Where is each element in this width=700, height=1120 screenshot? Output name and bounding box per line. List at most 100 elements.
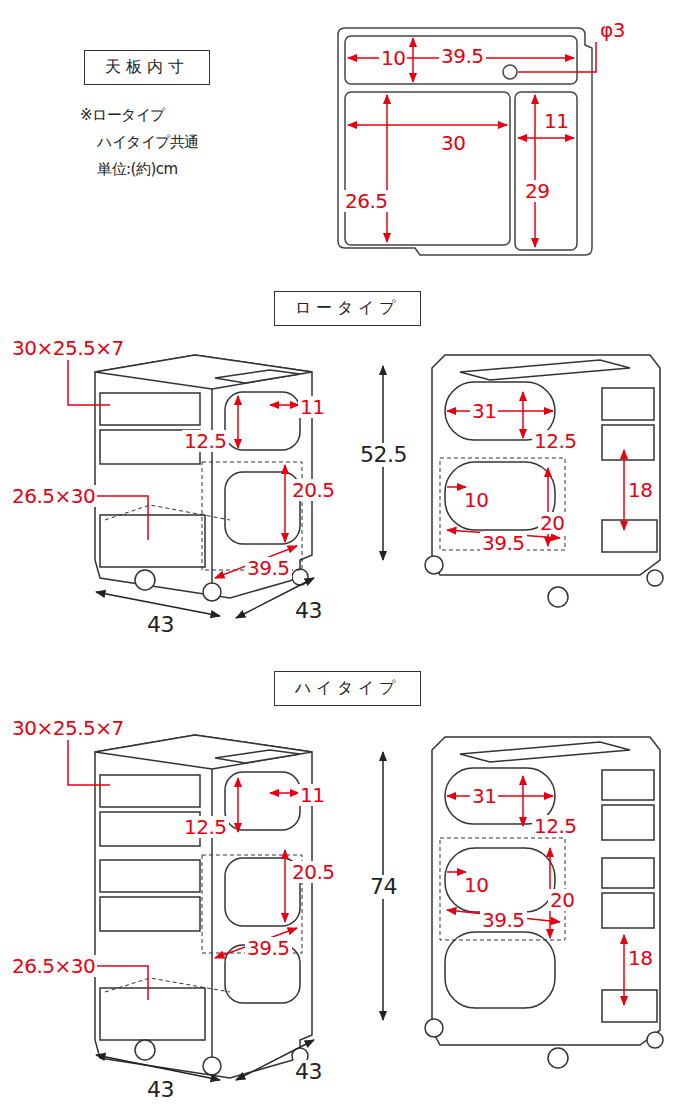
drawing-rect — [602, 893, 654, 928]
drawing-rect — [100, 897, 200, 931]
drawing-rect — [445, 932, 555, 1008]
dimension-label: 30 — [439, 132, 467, 154]
drawing-line — [215, 928, 297, 958]
dimension-label: 20.5 — [290, 479, 337, 501]
drawing-path — [460, 360, 630, 380]
dimension-label: 10 — [379, 47, 407, 69]
drawing-path — [432, 737, 660, 1045]
title-box: 天板内寸 — [84, 50, 210, 85]
dimension-label: 39.5 — [245, 557, 292, 579]
dimension-label: 10 — [462, 874, 490, 896]
drawing-rect — [602, 990, 657, 1022]
drawing-path — [68, 740, 110, 785]
box-title: ハイタイプ — [295, 678, 400, 697]
drawing-rect — [602, 858, 654, 888]
dimension-label: 11 — [542, 110, 570, 132]
drawing-line — [547, 468, 549, 546]
drawing-line — [270, 792, 299, 794]
note-label: 単位:(約)cm — [95, 161, 180, 178]
drawing-rect — [100, 988, 205, 1040]
dimension-label: 30×25.5×7 — [10, 337, 126, 359]
drawing-g — [447, 392, 624, 546]
drawing-rect — [225, 392, 300, 450]
note-label: ハイタイプ共通 — [95, 134, 201, 151]
drawing-line — [386, 95, 388, 242]
drawing-path — [105, 978, 230, 992]
drawing-line — [284, 465, 286, 542]
drawing-g — [348, 38, 596, 247]
drawing-g — [95, 735, 312, 1078]
drawing-g — [105, 462, 302, 570]
dimension-label: 43 — [145, 613, 176, 637]
drawing-rect — [100, 860, 200, 892]
drawing-circle — [425, 556, 443, 574]
note-label: ※ロータイプ — [78, 107, 167, 124]
drawing-path — [432, 355, 660, 575]
dimension-label: 39.5 — [439, 45, 486, 67]
title-box: ハイタイプ — [274, 671, 421, 706]
drawing-path — [105, 505, 230, 520]
box-title: 天板内寸 — [105, 57, 189, 76]
drawing-rect — [100, 393, 200, 425]
drawing-g — [96, 366, 383, 618]
drawing-rect — [225, 858, 300, 926]
drawing-path — [215, 370, 300, 383]
drawing-path — [95, 735, 312, 769]
drawing-g — [338, 28, 592, 255]
drawing-rect — [515, 92, 577, 250]
drawing-rect — [602, 520, 657, 552]
drawing-g — [440, 838, 565, 940]
dimension-label: 18 — [626, 479, 654, 501]
drawing-rect — [100, 775, 200, 807]
dimension-label: 12.5 — [182, 430, 229, 452]
dimension-label: 43 — [293, 1060, 324, 1084]
drawing-g — [447, 776, 624, 1005]
drawing-path — [95, 355, 312, 389]
drawing-circle — [135, 570, 155, 590]
dimension-label: 31 — [470, 785, 498, 807]
drawing-line — [623, 935, 625, 1005]
drawing-rect — [345, 36, 577, 84]
drawing-line — [211, 769, 213, 1075]
dimension-label: 26.5×30 — [10, 485, 97, 507]
dimension-label: 30×25.5×7 — [10, 717, 126, 739]
drawing-circle — [203, 1057, 221, 1075]
drawing-line — [348, 124, 507, 126]
drawing-line — [623, 450, 625, 530]
title-box: ロータイプ — [274, 291, 421, 326]
drawing-circle — [548, 1048, 568, 1068]
drawing-g — [95, 355, 312, 601]
drawing-rect — [225, 472, 300, 544]
dimension-label: 26.5 — [343, 190, 390, 212]
dimension-label: 11 — [298, 784, 326, 806]
dimension-label: 20.5 — [290, 861, 337, 883]
drawing-line — [518, 137, 574, 139]
drawing-rect — [445, 848, 555, 912]
drawing-rect — [602, 388, 654, 420]
dimension-label: 74 — [368, 875, 399, 899]
drawing-circle — [503, 65, 517, 79]
drawing-path — [338, 28, 592, 255]
drawing-line — [522, 776, 524, 826]
drawing-line — [284, 850, 286, 922]
drawing-circle — [647, 1032, 663, 1048]
drawing-line — [522, 392, 524, 438]
dimension-label: 43 — [145, 1078, 176, 1102]
drawing-g — [425, 355, 663, 607]
drawing-line — [237, 778, 239, 832]
drawing-rect — [602, 425, 654, 460]
drawing-line — [270, 404, 299, 406]
dimension-label: 43 — [293, 599, 324, 623]
drawing-rect — [202, 462, 302, 570]
drawing-line — [96, 1055, 220, 1080]
dimension-label: 39.5 — [480, 909, 527, 931]
drawing-line — [447, 486, 466, 488]
drawing-line — [447, 410, 553, 412]
drawing-g — [105, 855, 302, 992]
drawing-circle — [647, 570, 663, 586]
dimension-label: 20 — [538, 512, 566, 534]
dimension-label: 11 — [298, 396, 326, 418]
drawing-rect — [100, 515, 205, 567]
drawing-rect — [345, 92, 510, 245]
drawing-path — [95, 355, 312, 598]
